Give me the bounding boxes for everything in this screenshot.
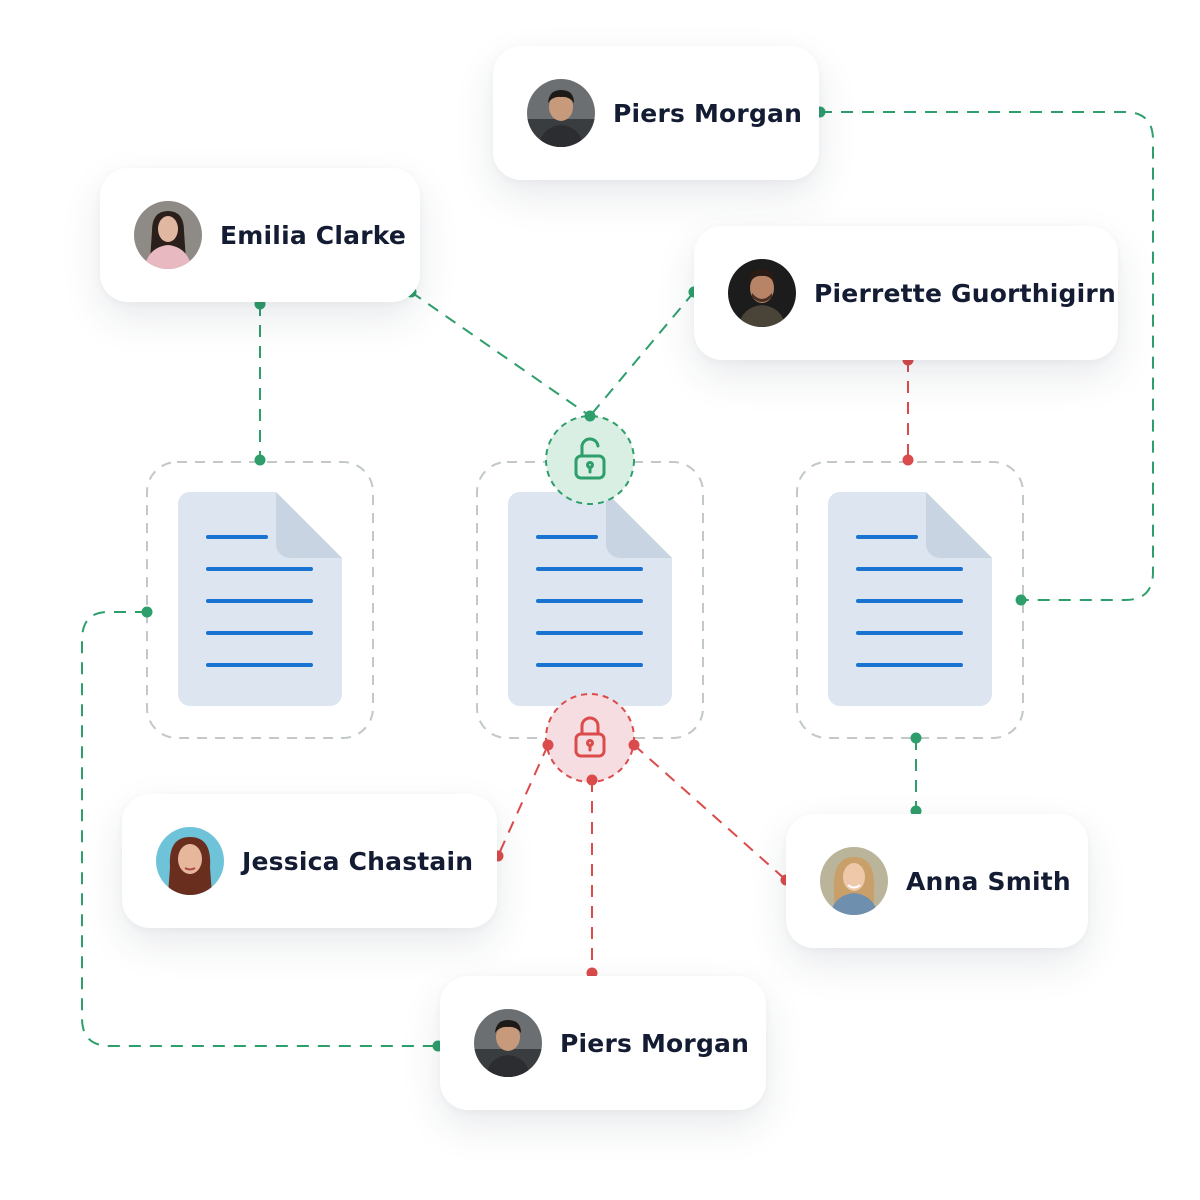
person-name: Anna Smith: [906, 866, 1071, 896]
unlocked-padlock-icon: [574, 437, 606, 480]
document-center[interactable]: [508, 492, 672, 706]
document-frame-left: [146, 461, 374, 739]
avatar: [474, 1009, 542, 1077]
granted-connectors: [81, 111, 1154, 1047]
person-card-pierrette[interactable]: Pierrette Guorthigirn: [694, 226, 1118, 360]
avatar: [728, 259, 796, 327]
woman-avatar: [134, 201, 202, 269]
connector-pierrette-to-unlock: [589, 291, 695, 417]
person-card-piers-bottom[interactable]: Piers Morgan: [440, 976, 766, 1110]
woman-avatar: [156, 827, 224, 895]
person-card-piers-top[interactable]: Piers Morgan: [493, 46, 819, 180]
person-name: Piers Morgan: [560, 1028, 750, 1058]
document-icon: [178, 492, 342, 706]
connector-lock-to-jessica: [497, 744, 549, 857]
woman-avatar: [820, 847, 888, 915]
connector-piers-top-to-doc-right: [820, 111, 1154, 601]
locked-badge[interactable]: [545, 693, 635, 783]
document-left[interactable]: [178, 492, 342, 706]
denied-connectors: [497, 360, 909, 973]
avatar: [134, 201, 202, 269]
person-name: Jessica Chastain: [242, 846, 474, 876]
document-frame-right: [796, 461, 1024, 739]
avatar: [527, 79, 595, 147]
person-card-jessica[interactable]: Jessica Chastain: [122, 794, 497, 928]
unlocked-badge[interactable]: [545, 415, 635, 505]
avatar: [820, 847, 888, 915]
document-icon: [508, 492, 672, 706]
connector-doc-left-to-piers-bottom: [81, 611, 438, 1047]
document-icon: [828, 492, 992, 706]
man-avatar: [728, 259, 796, 327]
man-avatar: [527, 79, 595, 147]
person-card-anna[interactable]: Anna Smith: [786, 814, 1088, 948]
person-name: Pierrette Guorthigirn: [814, 278, 1116, 308]
connector-emilia-to-unlock: [410, 291, 591, 417]
man-avatar: [474, 1009, 542, 1077]
person-name: Emilia Clarke: [220, 220, 407, 250]
person-name: Piers Morgan: [613, 98, 803, 128]
document-right[interactable]: [828, 492, 992, 706]
avatar: [156, 827, 224, 895]
locked-padlock-icon: [574, 716, 606, 758]
connector-lock-to-anna: [633, 744, 787, 881]
person-card-emilia[interactable]: Emilia Clarke: [100, 168, 420, 302]
